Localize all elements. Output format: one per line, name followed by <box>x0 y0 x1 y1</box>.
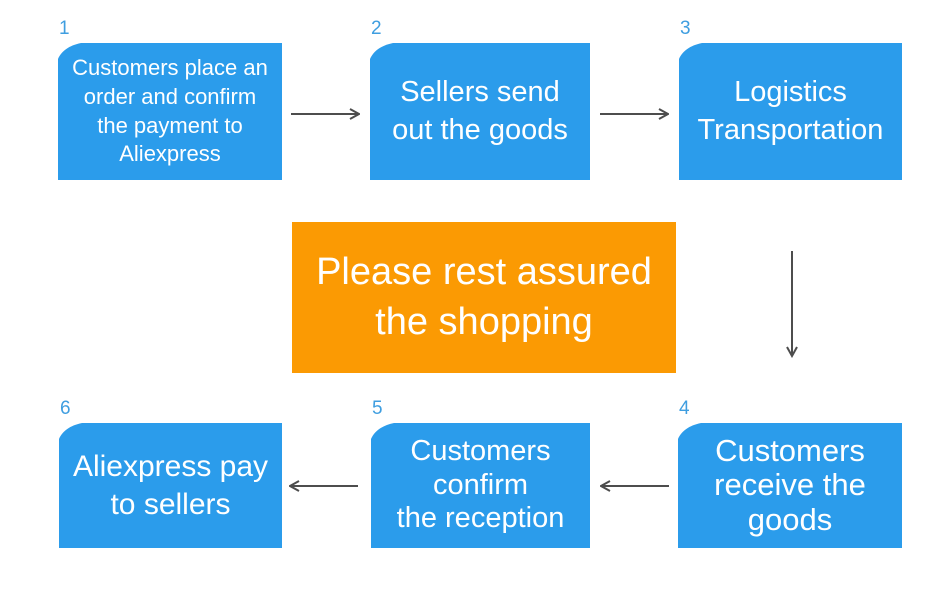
step-label-1: Customers place an order and confirm the… <box>72 54 268 167</box>
corner-notch <box>679 43 702 59</box>
step-label-6: Aliexpress pay to sellers <box>72 450 269 521</box>
step-number-1: 1 <box>59 18 70 39</box>
arrow-down-icon <box>785 250 799 358</box>
step-box-4: 4 Customers receive the goods <box>678 398 902 548</box>
step-number-4: 4 <box>679 398 690 419</box>
corner-notch <box>59 423 82 439</box>
step-number-2: 2 <box>371 18 382 39</box>
arrow-right-icon <box>599 107 669 121</box>
step-number-3: 3 <box>680 18 691 39</box>
arrow-left-icon <box>600 479 670 493</box>
step-number-6: 6 <box>60 398 71 419</box>
step-box-3: 3 Logistics Transportation <box>679 18 902 180</box>
arrow-right-icon <box>290 107 360 121</box>
step-label-2: Sellers send out the goods <box>392 76 568 146</box>
assurance-banner-text: Please rest assured the shopping <box>316 251 652 343</box>
step-box-1: 1 Customers place an order and confirm t… <box>58 18 282 180</box>
assurance-banner: Please rest assured the shopping <box>292 222 676 373</box>
arrow-left-icon <box>289 479 359 493</box>
step-label-4: Customers receive the goods <box>714 433 866 537</box>
step-box-5: 5 Customers confirm the reception <box>371 398 590 548</box>
step-label-5: Customers confirm the reception <box>396 435 565 535</box>
step-label-3: Logistics Transportation <box>697 76 884 146</box>
step-box-2: 2 Sellers send out the goods <box>370 18 590 180</box>
step-number-5: 5 <box>372 398 383 419</box>
step-box-6: 6 Aliexpress pay to sellers <box>59 398 282 548</box>
corner-notch <box>370 43 393 59</box>
